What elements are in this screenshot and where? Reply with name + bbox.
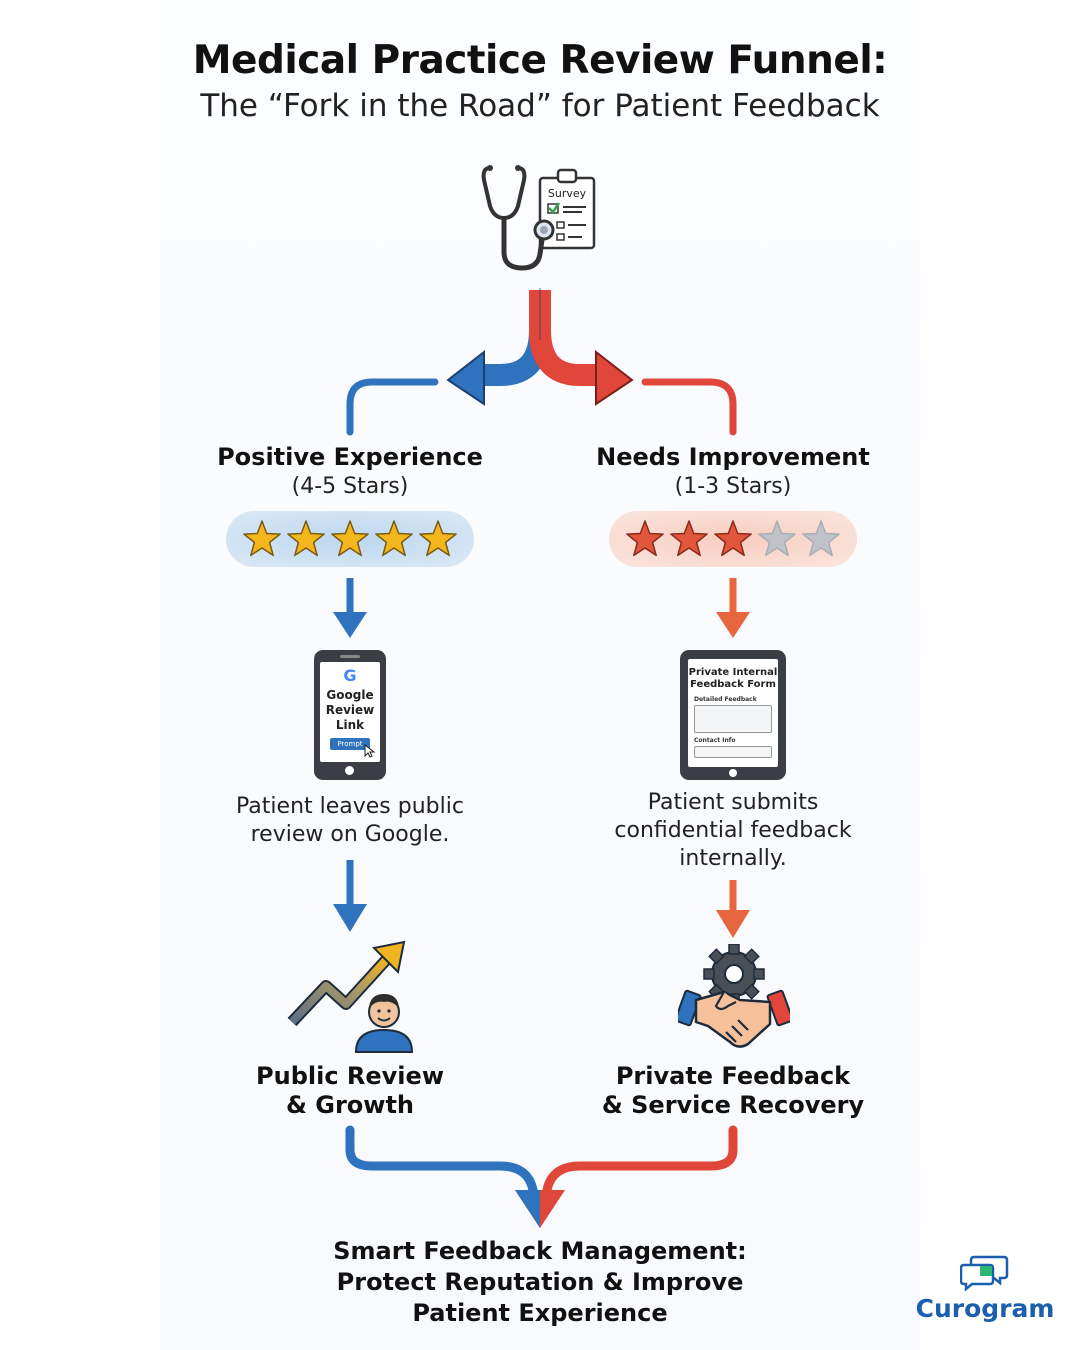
positive-outcome: Public Review & Growth <box>180 1062 520 1120</box>
survey-label: Survey <box>548 187 587 200</box>
arrow-down-orange-1 <box>716 578 750 638</box>
google-logo-icon: G <box>343 666 357 685</box>
tablet-form-title-2: Feedback Form <box>690 679 776 690</box>
negative-description-line-3: internally. <box>679 846 787 871</box>
contact-info-label: Contact Info <box>694 737 736 744</box>
negative-outcome-line-2: & Service Recovery <box>601 1091 865 1119</box>
merge-blue <box>345 1125 538 1195</box>
star-filled-icon <box>375 520 413 557</box>
phone-screen: G Google Review Link Prompt <box>320 662 380 762</box>
negative-description-line-1: Patient submits <box>647 790 819 815</box>
star-filled-icon <box>331 520 369 557</box>
star-row-positive <box>243 520 457 557</box>
footer-line-1: Smart Feedback Management: <box>333 1237 747 1265</box>
positive-description: Patient leaves public review on Google. <box>200 793 500 849</box>
tablet-screen: Private Internal Feedback Form Detailed … <box>688 659 778 767</box>
footer-summary: Smart Feedback Management: Protect Reput… <box>290 1236 790 1329</box>
tablet-form-title-1: Private Internal <box>688 667 778 678</box>
merge-red <box>542 1125 738 1195</box>
arrow-down-blue-2 <box>333 860 367 932</box>
phone-text-link: Link <box>335 718 365 732</box>
cursor-icon <box>364 744 376 758</box>
footer-line-3: Patient Experience <box>412 1299 668 1327</box>
brand-name: Curogram <box>915 1294 1055 1323</box>
star-empty-icon <box>758 520 796 557</box>
positive-branch-title: Positive Experience <box>217 443 483 471</box>
star-filled-icon <box>419 520 457 557</box>
page-subtitle: The “Fork in the Road” for Patient Feedb… <box>200 88 880 124</box>
star-filled-icon <box>626 520 664 557</box>
stethoscope-clipboard-icon: Survey <box>481 165 596 271</box>
contact-info-field[interactable] <box>694 746 772 758</box>
red-bracket <box>641 378 737 436</box>
negative-star-rating <box>609 511 857 567</box>
chat-bubbles-icon <box>960 1255 1009 1291</box>
tablet-home-button <box>729 769 737 777</box>
detailed-feedback-label: Detailed Feedback <box>694 696 757 703</box>
positive-description-line-1: Patient leaves public <box>236 794 464 819</box>
arrow-down-orange-2 <box>716 880 750 938</box>
detailed-feedback-field[interactable] <box>694 705 772 733</box>
positive-branch-rating: (4-5 Stars) <box>291 474 409 499</box>
phone-speaker <box>340 655 360 658</box>
tablet-icon: Private Internal Feedback Form Detailed … <box>680 650 786 780</box>
footer-line-2: Protect Reputation & Improve <box>336 1268 744 1296</box>
negative-outcome-line-1: Private Feedback <box>615 1062 851 1090</box>
star-filled-icon <box>670 520 708 557</box>
positive-outcome-line-1: Public Review <box>256 1062 444 1090</box>
star-empty-icon <box>802 520 840 557</box>
positive-description-line-2: review on Google. <box>250 822 450 847</box>
blue-bracket <box>346 378 439 436</box>
positive-outcome-line-2: & Growth <box>285 1091 415 1119</box>
phone-text-google: Google <box>326 688 374 702</box>
prompt-button[interactable]: Prompt <box>330 738 370 750</box>
star-filled-icon <box>714 520 752 557</box>
growth-chart-person-icon <box>287 940 414 1053</box>
negative-branch-title: Needs Improvement <box>596 443 870 471</box>
page-title: Medical Practice Review Funnel: <box>192 38 888 83</box>
negative-branch-rating: (1-3 Stars) <box>674 474 792 499</box>
smartphone-icon: G Google Review Link Prompt <box>314 650 386 780</box>
handshake-gear-icon <box>678 944 790 1048</box>
phone-text-review: Review <box>325 703 375 717</box>
home-button <box>345 766 354 775</box>
fork-arrow-blue <box>446 290 551 406</box>
negative-outcome: Private Feedback & Service Recovery <box>563 1062 903 1120</box>
star-row-negative <box>626 520 840 557</box>
negative-description-line-2: confidential feedback <box>614 818 852 843</box>
negative-description: Patient submits confidential feedback in… <box>583 789 883 873</box>
positive-star-rating <box>226 511 474 567</box>
star-filled-icon <box>287 520 325 557</box>
fork-arrow-red <box>529 290 634 406</box>
star-filled-icon <box>243 520 281 557</box>
arrow-down-blue-1 <box>333 578 367 638</box>
